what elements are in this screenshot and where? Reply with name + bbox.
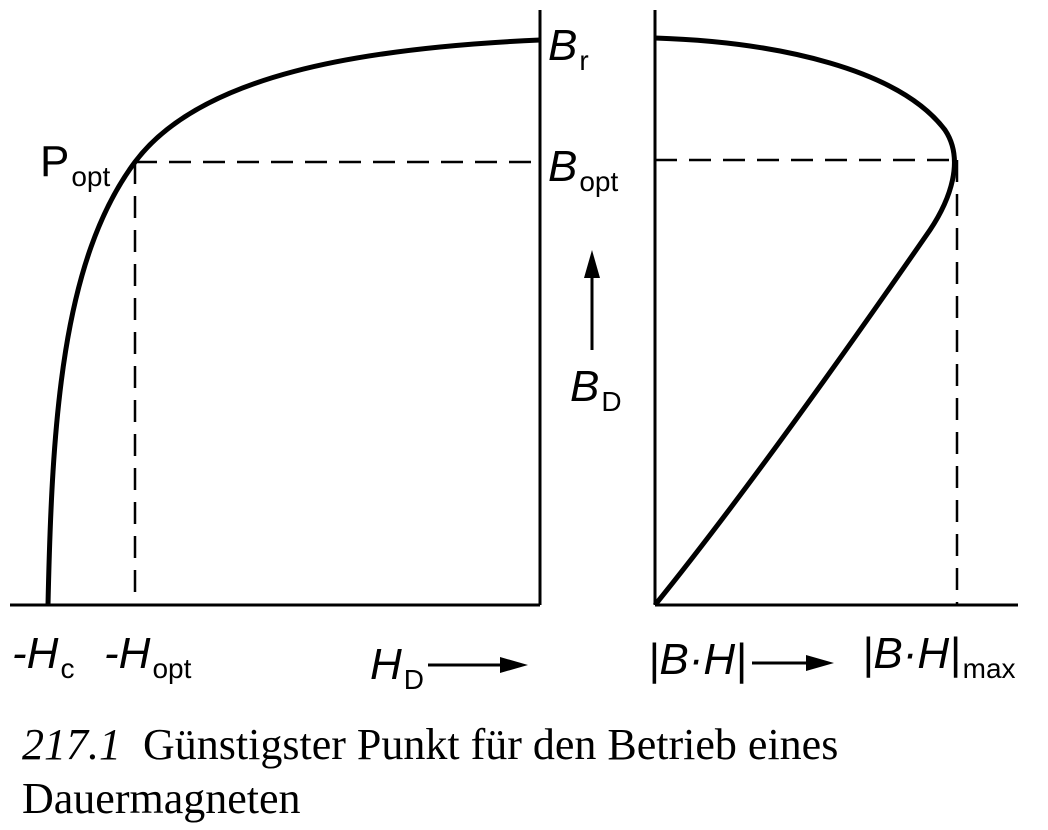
bh-arrow-head	[806, 655, 834, 671]
caption-number: 217.1	[22, 720, 121, 769]
popt-label: Popt	[40, 137, 111, 192]
br-label: Br	[548, 21, 589, 76]
bd-axis-label: BD	[570, 362, 622, 417]
hd-axis-label: HD	[370, 640, 425, 695]
demagnetization-curve	[45, 37, 541, 606]
hc-label: -Hc	[12, 629, 75, 684]
hopt-label: -Hopt	[104, 629, 192, 684]
bh-axis-label: |B·H|	[648, 635, 747, 684]
bhmax-label: |B·H|max	[862, 629, 1016, 684]
bd-arrow-head	[584, 250, 600, 278]
bopt-label: Bopt	[548, 142, 619, 197]
hd-arrow-head	[500, 657, 528, 673]
energy-product-curve	[653, 35, 957, 607]
caption-text: Günstigster Punkt für den Betrieb eines …	[22, 720, 839, 823]
